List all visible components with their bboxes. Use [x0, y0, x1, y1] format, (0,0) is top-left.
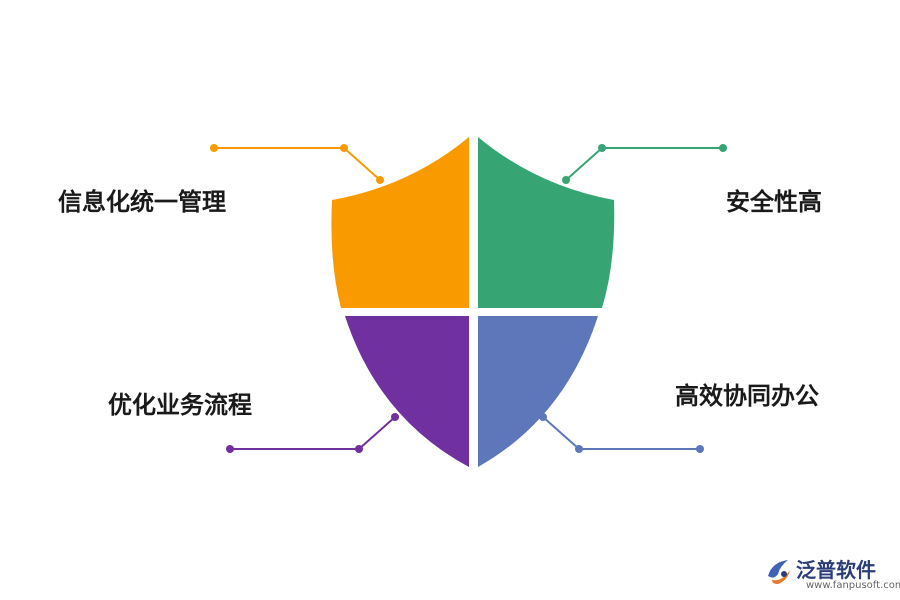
brand-logo-icon: [768, 560, 790, 584]
brand-name: 泛普软件: [796, 558, 876, 582]
label-info-unified-management: 信息化统一管理: [58, 188, 226, 216]
shield-quadrant-bottom-left: [345, 316, 469, 467]
connector-top-left: [210, 144, 384, 184]
shield-quadrant-bottom-right: [478, 316, 598, 467]
shield-quadrant-top-left: [331, 137, 469, 308]
brand-watermark: 泛普软件 www.fanpusoft.com: [762, 552, 900, 596]
connector-top-right: [562, 144, 727, 184]
brand-url: www.fanpusoft.com: [806, 580, 900, 591]
connector-bottom-left: [226, 413, 399, 453]
shield-quadrant-top-right: [478, 137, 615, 308]
label-high-security: 安全性高: [726, 188, 822, 216]
label-optimize-business-process: 优化业务流程: [108, 391, 252, 419]
label-efficient-collaboration: 高效协同办公: [675, 382, 819, 410]
connector-bottom-right: [539, 413, 704, 453]
